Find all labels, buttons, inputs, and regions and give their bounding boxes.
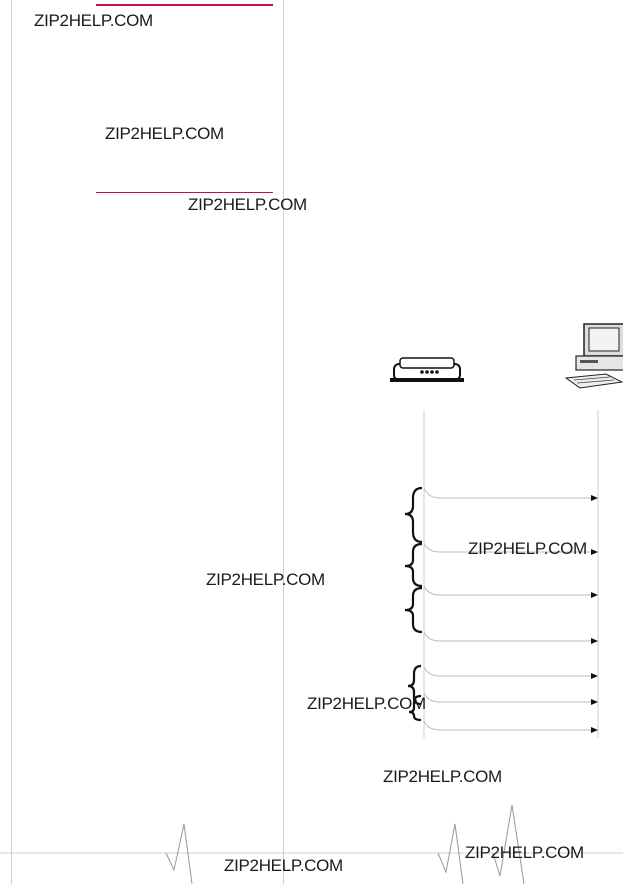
section-rule	[96, 192, 273, 193]
desktop-computer-icon	[564, 323, 623, 389]
header-rule	[96, 4, 273, 6]
watermark-text: ZIP2HELP.COM	[206, 570, 325, 589]
watermark-text: ZIP2HELP.COM	[188, 195, 307, 214]
watermark-text: ZIP2HELP.COM	[224, 856, 343, 875]
modem-icon	[390, 357, 464, 382]
watermark-text: ZIP2HELP.COM	[105, 124, 224, 143]
waveform-icon	[165, 804, 525, 884]
message-arrows	[423, 487, 592, 731]
watermark-text: ZIP2HELP.COM	[34, 11, 153, 30]
left-margin-line	[11, 0, 12, 884]
arrow-icon	[591, 495, 598, 733]
watermark-text: ZIP2HELP.COM	[465, 843, 584, 862]
brace-icon	[404, 486, 423, 722]
watermark-text: ZIP2HELP.COM	[383, 767, 502, 786]
column-divider-line	[283, 0, 284, 884]
watermark-text: ZIP2HELP.COM	[307, 694, 426, 713]
watermark-text: ZIP2HELP.COM	[468, 539, 587, 558]
